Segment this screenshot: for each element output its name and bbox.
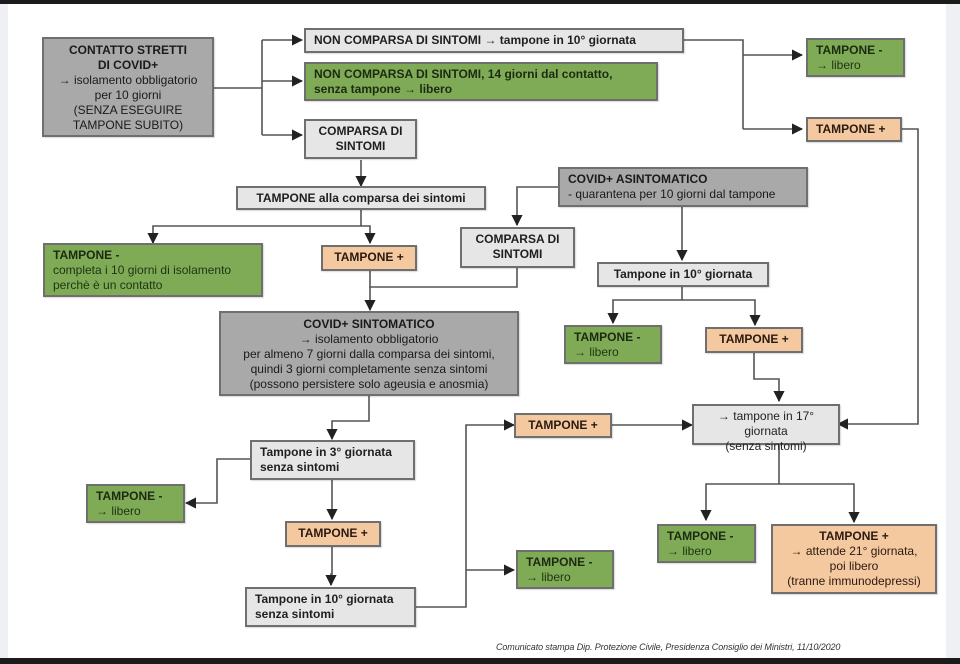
node-line: → libero — [96, 504, 141, 518]
node-positive-onset: TAMPONE + — [321, 245, 417, 271]
node-title: TAMPONE + — [816, 122, 886, 136]
node-title: DI COVID+ — [97, 58, 159, 72]
node-contact-covid: CONTATTO STRETTI DI COVID+ → isolamento … — [42, 37, 214, 137]
node-title: TAMPONE - — [96, 489, 163, 503]
node-title: COMPARSA DI — [318, 124, 403, 138]
node-line: quindi 3 giorni completamente senza sint… — [250, 362, 488, 376]
node-symptoms-onset-2: COMPARSA DI SINTOMI — [460, 227, 575, 268]
node-title: TAMPONE - — [53, 248, 120, 262]
node-negative-free-top: TAMPONE - → libero — [806, 38, 905, 77]
node-line: → isolamento obbligatorio — [299, 332, 439, 346]
node-title: Tampone in 10° giornata — [613, 267, 753, 281]
node-title: Tampone in 3° giornata — [260, 445, 392, 459]
top-border — [0, 0, 960, 4]
node-test10-asymptomatic: Tampone in 10° giornata — [597, 262, 769, 287]
node-line: → libero — [816, 58, 861, 72]
node-title: SINTOMI — [335, 139, 386, 153]
node-covid-symptomatic: COVID+ SINTOMATICO → isolamento obbligat… — [219, 311, 519, 396]
node-title: TAMPONE + — [334, 250, 404, 264]
node-title: TAMPONE - — [667, 529, 734, 543]
node-line: → tampone in 17° giornata — [717, 409, 815, 438]
node-covid-asymptomatic: COVID+ ASINTOMATICO - quarantena per 10 … — [558, 167, 808, 207]
node-title: COVID+ ASINTOMATICO — [568, 172, 708, 186]
node-title: NON COMPARSA DI SINTOMI → tampone in 10°… — [314, 33, 636, 47]
bottom-border — [0, 658, 960, 664]
node-title: TAMPONE + — [528, 418, 598, 432]
node-positive-top: TAMPONE + — [806, 117, 902, 142]
node-test10-symptomatic: Tampone in 10° giornata senza sintomi — [245, 587, 416, 627]
node-line: poi libero — [829, 559, 879, 573]
node-test-at-onset: TAMPONE alla comparsa dei sintomi — [236, 186, 486, 210]
node-line: (senza sintomi) — [725, 439, 807, 453]
node-negative-free-test17: TAMPONE - → libero — [657, 524, 756, 563]
node-negative-free-test10-sym: TAMPONE - → libero — [516, 550, 614, 589]
node-title: COMPARSA DI — [475, 232, 560, 246]
node-title: SINTOMI — [492, 247, 543, 261]
node-line: per 10 giorni — [94, 88, 162, 102]
node-line: completa i 10 giorni di isolamento — [53, 263, 232, 277]
node-line: → attende 21° giornata, — [790, 544, 918, 558]
node-positive-asym: TAMPONE + — [705, 327, 803, 353]
node-title: TAMPONE + — [298, 526, 368, 540]
node-positive-mid: TAMPONE + — [514, 413, 612, 438]
node-title: senza sintomi — [260, 460, 340, 474]
node-positive-test3: TAMPONE + — [285, 521, 381, 547]
node-positive-test17: TAMPONE + → attende 21° giornata, poi li… — [771, 524, 937, 594]
node-title: senza tampone → libero — [314, 82, 453, 96]
node-title: TAMPONE + — [819, 529, 889, 543]
node-title: TAMPONE alla comparsa dei sintomi — [256, 191, 466, 205]
node-title: Tampone in 10° giornata — [255, 592, 394, 606]
node-title: NON COMPARSA DI SINTOMI, 14 giorni dal c… — [314, 67, 613, 81]
node-line: → libero — [574, 345, 619, 359]
node-test17: → tampone in 17° giornata (senza sintomi… — [692, 404, 840, 453]
node-negative-complete-isolation: TAMPONE - completa i 10 giorni di isolam… — [43, 243, 263, 297]
node-negative-free-asym: TAMPONE - → libero — [564, 325, 662, 364]
node-title: COVID+ SINTOMATICO — [303, 317, 435, 331]
node-title: CONTATTO STRETTI — [69, 43, 187, 57]
node-title: TAMPONE - — [526, 555, 593, 569]
node-no-symptoms-14-days: NON COMPARSA DI SINTOMI, 14 giorni dal c… — [304, 62, 658, 101]
node-symptoms-onset: COMPARSA DI SINTOMI — [304, 119, 417, 159]
node-line: → isolamento obbligatorio — [58, 73, 198, 87]
node-test3: Tampone in 3° giornata senza sintomi — [250, 440, 415, 480]
node-line: (SENZA ESEGUIRE — [73, 103, 183, 117]
node-line: (possono persistere solo ageusia e anosm… — [249, 377, 489, 391]
node-line: → libero — [526, 570, 571, 584]
node-line: (tranne immunodepressi) — [787, 574, 921, 588]
node-line: per almeno 7 giorni dalla comparsa dei s… — [243, 347, 495, 361]
node-line: - quarantena per 10 giorni dal tampone — [568, 187, 776, 201]
node-negative-free-test3: TAMPONE - → libero — [86, 484, 185, 523]
source-footer: Comunicato stampa Dip. Protezione Civile… — [496, 642, 841, 652]
node-title: senza sintomi — [255, 607, 335, 621]
node-title: TAMPONE - — [574, 330, 641, 344]
node-line: perchè è un contatto — [53, 278, 163, 292]
node-no-symptoms-test10: NON COMPARSA DI SINTOMI → tampone in 10°… — [304, 28, 684, 53]
node-line: TAMPONE SUBITO) — [72, 118, 184, 132]
node-title: TAMPONE + — [719, 332, 789, 346]
node-title: TAMPONE - — [816, 43, 883, 57]
node-line: → libero — [667, 544, 712, 558]
